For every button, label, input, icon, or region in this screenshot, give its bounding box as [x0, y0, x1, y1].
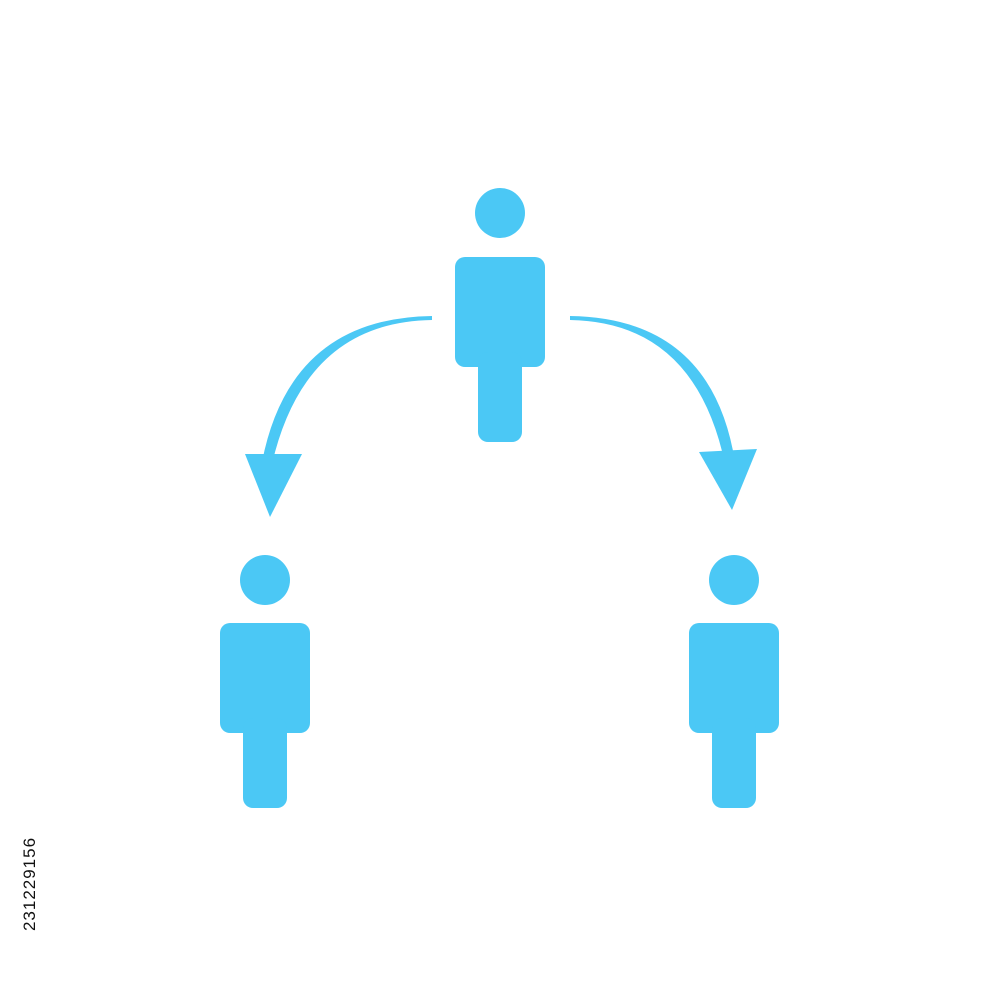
bottom-right-person-legs [712, 718, 756, 808]
curved-arrow-left-icon [245, 316, 432, 517]
top-person-legs [478, 352, 522, 442]
top-person-head [475, 188, 525, 238]
bottom-right-person-icon [689, 555, 779, 808]
bottom-right-person-body [689, 623, 779, 733]
top-person-icon [455, 188, 545, 442]
bottom-left-person-legs [243, 718, 287, 808]
bottom-left-person-icon [220, 555, 310, 808]
curved-arrow-right-icon [570, 316, 757, 510]
left-arrow-head [245, 454, 302, 517]
left-arrow-shaft [262, 316, 432, 464]
bottom-left-person-head [240, 555, 290, 605]
right-arrow-head [699, 449, 757, 510]
bottom-right-person-head [709, 555, 759, 605]
top-person-body [455, 257, 545, 367]
bottom-left-person-body [220, 623, 310, 733]
right-arrow-shaft [570, 316, 735, 464]
stock-id-label: 231229156 [20, 836, 39, 932]
